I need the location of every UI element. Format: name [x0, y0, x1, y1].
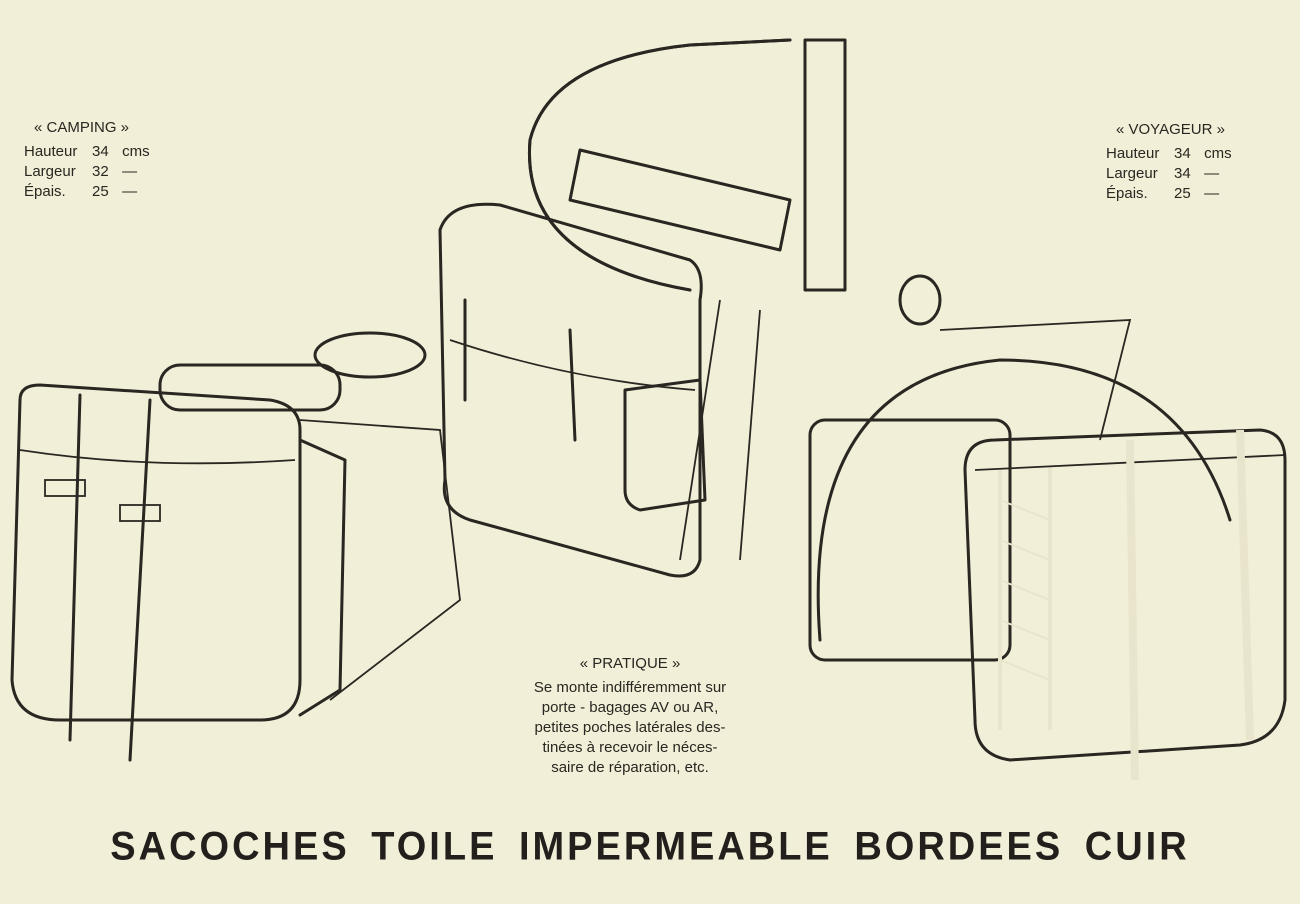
- description-line: porte - bagages AV ou AR,: [541, 699, 719, 716]
- spec-value: 25: [1174, 185, 1191, 202]
- spec-unit: —: [1204, 185, 1220, 202]
- spec-unit: —: [1204, 165, 1220, 182]
- pratique-bag-illustration: [438, 38, 847, 578]
- spec-value: 34: [92, 143, 109, 160]
- voyageur-title: « VOYAGEUR »: [1116, 121, 1225, 138]
- camping-title: « CAMPING »: [34, 119, 130, 136]
- pratique-description: « PRATIQUE » Se monte indifféremment sur…: [490, 654, 770, 778]
- spec-row: Épais. 25 —: [24, 182, 150, 202]
- spec-row: Épais. 25 —: [1106, 184, 1232, 204]
- spec-value: 25: [92, 183, 109, 200]
- spec-label: Hauteur: [24, 143, 78, 160]
- spec-label: Épais.: [1106, 185, 1148, 202]
- spec-label: Hauteur: [1106, 145, 1160, 162]
- spec-value: 34: [1174, 165, 1191, 182]
- spec-unit: cms: [1204, 145, 1232, 162]
- pratique-title: « PRATIQUE »: [579, 655, 681, 672]
- spec-label: Largeur: [1106, 165, 1158, 182]
- spec-row: Hauteur 34 cms: [1106, 144, 1232, 164]
- spec-unit: cms: [122, 143, 150, 160]
- spec-unit: —: [122, 183, 138, 200]
- spec-value: 32: [92, 163, 109, 180]
- camping-bag-illustration: [10, 331, 461, 762]
- spec-label: Épais.: [24, 183, 66, 200]
- description-line: Se monte indifféremment sur: [533, 679, 727, 696]
- spec-row: Hauteur 34 cms: [24, 142, 150, 162]
- headline: SACOCHES TOILE IMPERMEABLE BORDEES CUIR: [110, 824, 1190, 870]
- description-line: saire de réparation, etc.: [551, 759, 709, 776]
- spec-row: Largeur 32 —: [24, 162, 150, 182]
- voyageur-bag-illustration: [808, 274, 1287, 781]
- description-line: tinées à recevoir le néces-: [542, 739, 718, 756]
- spec-label: Largeur: [24, 163, 76, 180]
- spec-value: 34: [1174, 145, 1191, 162]
- camping-specs: « CAMPING » Hauteur 34 cms Largeur 32 — Ép…: [24, 118, 150, 202]
- spec-row: Largeur 34 —: [1106, 164, 1232, 184]
- voyageur-specs: « VOYAGEUR » Hauteur 34 cms Largeur 34 — É…: [1106, 120, 1232, 204]
- spec-unit: —: [122, 163, 138, 180]
- description-line: petites poches latérales des-: [534, 719, 726, 736]
